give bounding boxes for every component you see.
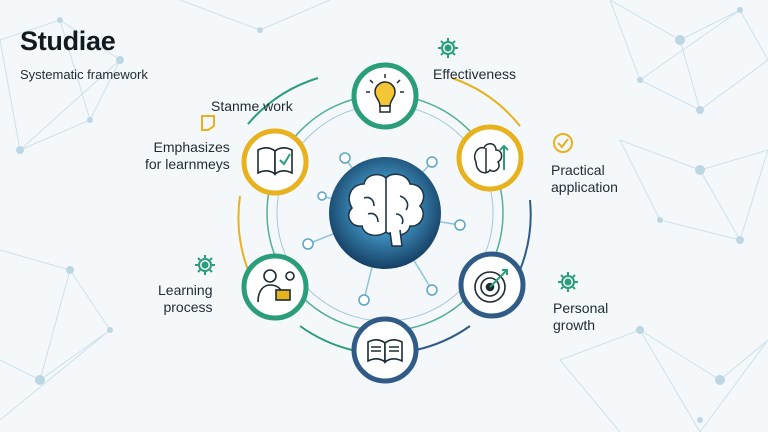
open-book-icon (367, 339, 403, 364)
check-badge-icon (553, 133, 573, 153)
label-line: Personal (553, 300, 609, 316)
gear-icon (558, 272, 578, 292)
gear-icon (438, 38, 458, 58)
label-line: Learning (158, 282, 213, 298)
label-line: application (551, 179, 618, 195)
page-subtitle: Systematic framework (20, 67, 148, 82)
label-line: growth (553, 317, 596, 333)
central-hub (329, 157, 441, 269)
page-title: Studiae (20, 26, 116, 56)
node-emphasizes[interactable] (241, 128, 309, 196)
lightbulb-icon (366, 74, 404, 113)
network-node (426, 156, 438, 168)
network-node (317, 191, 327, 201)
brain-arrows-icon (473, 143, 509, 174)
label-line: process (163, 299, 213, 315)
node-practical-application[interactable] (456, 124, 524, 192)
target-icon (474, 269, 508, 303)
node-learning-process[interactable] (241, 253, 309, 321)
label-line: Emphasizes (153, 139, 230, 155)
gear-icon (195, 255, 215, 275)
note-icon (201, 115, 215, 131)
label-effectiveness: Effectiveness (433, 66, 517, 82)
learner-icon (257, 269, 295, 303)
label-practical-application: Practical application (551, 162, 618, 196)
node-effectiveness[interactable] (351, 62, 419, 130)
network-node (454, 219, 466, 231)
network-node (426, 284, 438, 296)
label-personal-growth: Personal growth (553, 300, 608, 334)
notebook-icon (257, 147, 293, 176)
label-stanme-work: Stanme work (211, 98, 293, 114)
label-line: for learnmeys (145, 156, 230, 172)
label-line: Practical (551, 162, 605, 178)
network-node (358, 294, 370, 306)
network-node (339, 152, 351, 164)
brain-icon (347, 173, 425, 247)
node-personal-growth[interactable] (458, 251, 526, 319)
network-node (302, 238, 314, 250)
node-book[interactable] (351, 316, 419, 384)
label-emphasizes: Emphasizes for learnmeys (145, 139, 230, 173)
label-learning-process: Learning process (158, 282, 213, 316)
